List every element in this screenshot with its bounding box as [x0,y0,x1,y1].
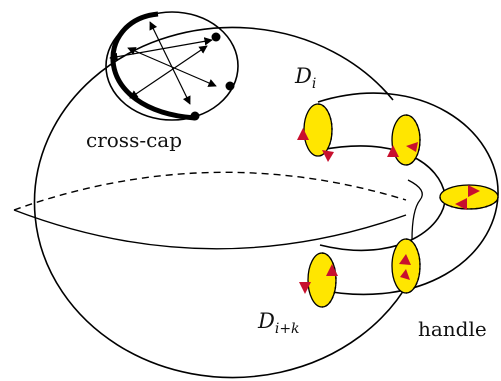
handle-disks [303,103,499,308]
equator-front [13,209,407,250]
arrow-d-ik-down [299,282,311,294]
arrow-disk4-down [400,269,410,280]
crosscap [105,11,239,121]
label-d-i: Di [294,64,316,92]
crosscap-antipodal-4 [129,45,208,99]
orientation-arrows [297,128,480,294]
arrow-disk2-up [387,145,399,157]
crosscap-antipodal-2 [109,37,213,61]
label-d-ik: Di+k [257,309,300,337]
crosscap-point-top [211,32,221,42]
sphere-outline [33,26,411,379]
disk-4 [391,238,421,294]
label-d-ik-subscript: i+k [275,321,300,337]
crosscap-thick-arc [110,11,196,121]
crosscap-point-bottom [190,111,200,121]
arrow-disk4-up [399,254,411,265]
arrow-disk3-right [468,185,480,197]
disk-d-ik [307,252,337,308]
disk-2 [391,114,421,166]
crosscap-point-right [225,81,235,91]
crosscap-antipodal-3 [149,21,191,105]
arrow-disk2-down [406,142,418,152]
arrow-d-i-up [297,128,309,140]
arrow-d-ik-up [326,264,338,276]
arrow-disk3-left [455,198,467,210]
handle-label: handle [418,317,487,341]
crosscap-label: cross-cap [86,128,182,152]
label-d-i-subscript: i [312,76,316,92]
equator-back [13,171,407,211]
crosscap-circle [105,11,239,121]
arrow-d-i-down [322,150,334,162]
